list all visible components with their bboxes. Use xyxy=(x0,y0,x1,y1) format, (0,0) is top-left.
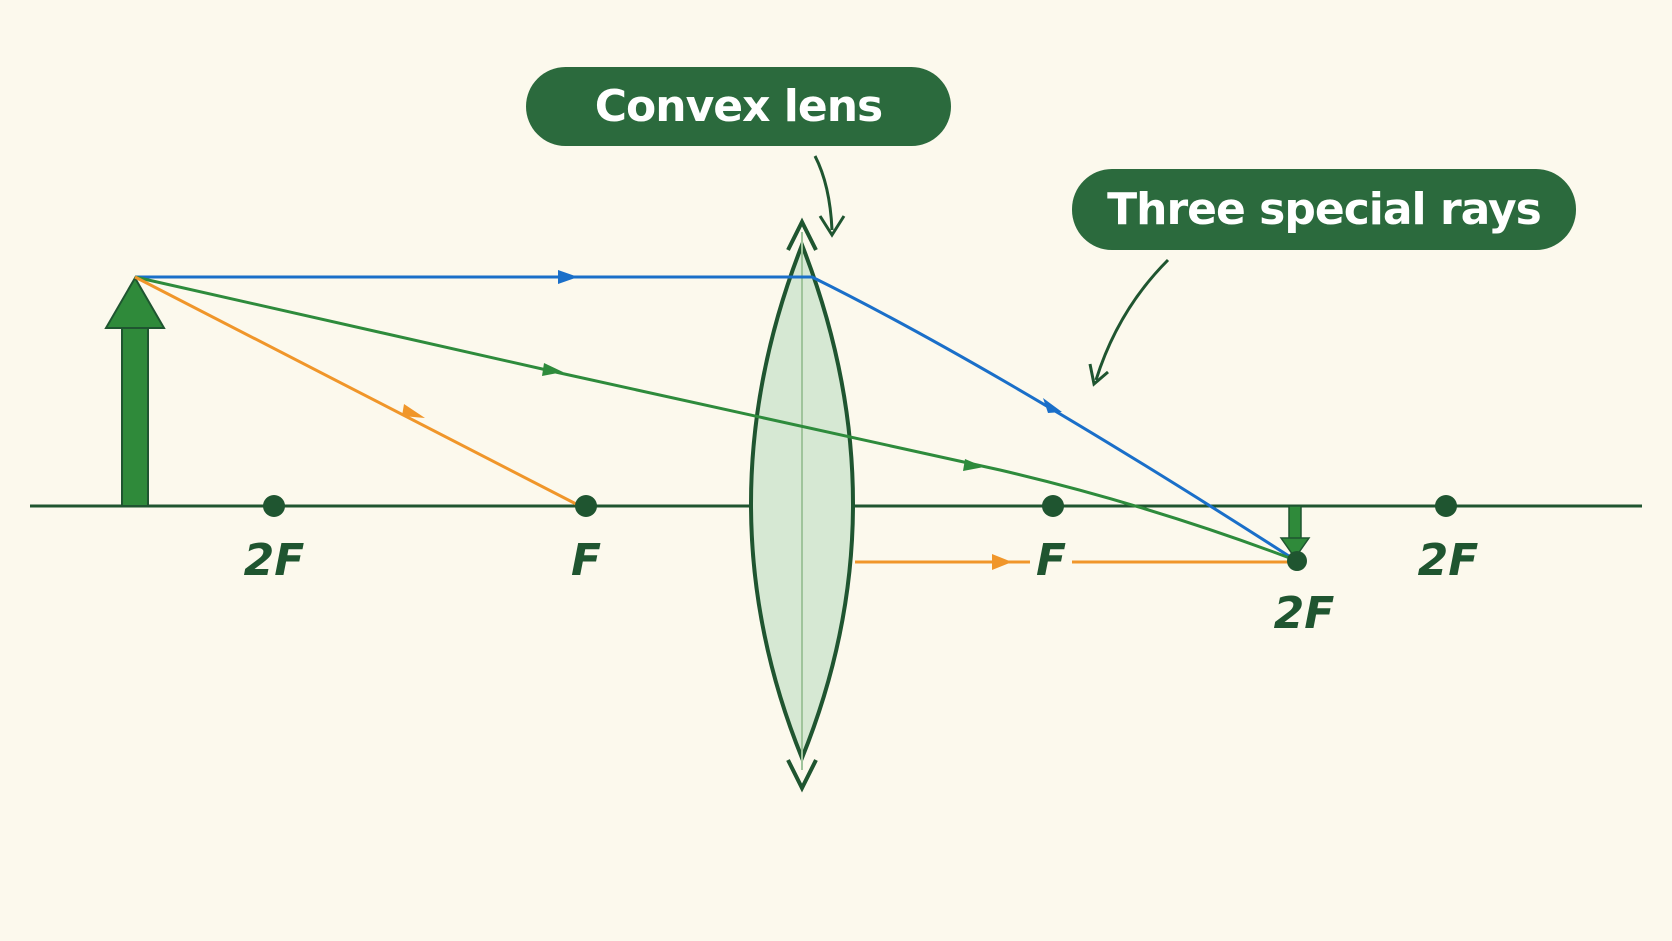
ray-green-arrowhead-1 xyxy=(542,363,563,376)
label-left-f: F xyxy=(571,535,601,586)
ray-blue-arrowhead-2 xyxy=(1043,398,1062,413)
ray-orange-arrowhead-1 xyxy=(402,404,425,418)
lens-bottom-arrowhead xyxy=(786,759,818,793)
image-arrow xyxy=(1279,505,1311,560)
point-right-f xyxy=(1042,495,1064,517)
label-image-2f: 2F xyxy=(1274,588,1335,639)
point-left-f xyxy=(575,495,597,517)
point-right-2f xyxy=(1435,495,1457,517)
label-right-f: F xyxy=(1036,535,1066,586)
ray-blue-arrowhead-1 xyxy=(558,270,578,284)
convex-lens xyxy=(749,217,855,793)
lens-top-arrowhead xyxy=(786,217,818,251)
ray-focal-orange xyxy=(134,275,1295,570)
three-special-rays-callout: Three special rays xyxy=(1072,169,1576,250)
ray-central-green xyxy=(134,275,1296,562)
ray-green-arrowhead-2 xyxy=(963,459,984,471)
label-right-2f: 2F xyxy=(1418,535,1479,586)
lens-callout-pointer-head xyxy=(818,215,846,238)
ray-parallel-blue xyxy=(135,270,1296,562)
convex-lens-callout: Convex lens xyxy=(526,67,951,146)
label-left-2f: 2F xyxy=(244,535,305,586)
object-arrow xyxy=(104,276,166,507)
lens-callout-pointer xyxy=(813,155,834,231)
rays-callout-pointer xyxy=(1094,258,1170,381)
ray-orange-arrowhead-2 xyxy=(992,554,1012,570)
rays-callout-pointer-head xyxy=(1088,363,1109,387)
point-image xyxy=(1287,551,1307,571)
point-left-2f xyxy=(263,495,285,517)
